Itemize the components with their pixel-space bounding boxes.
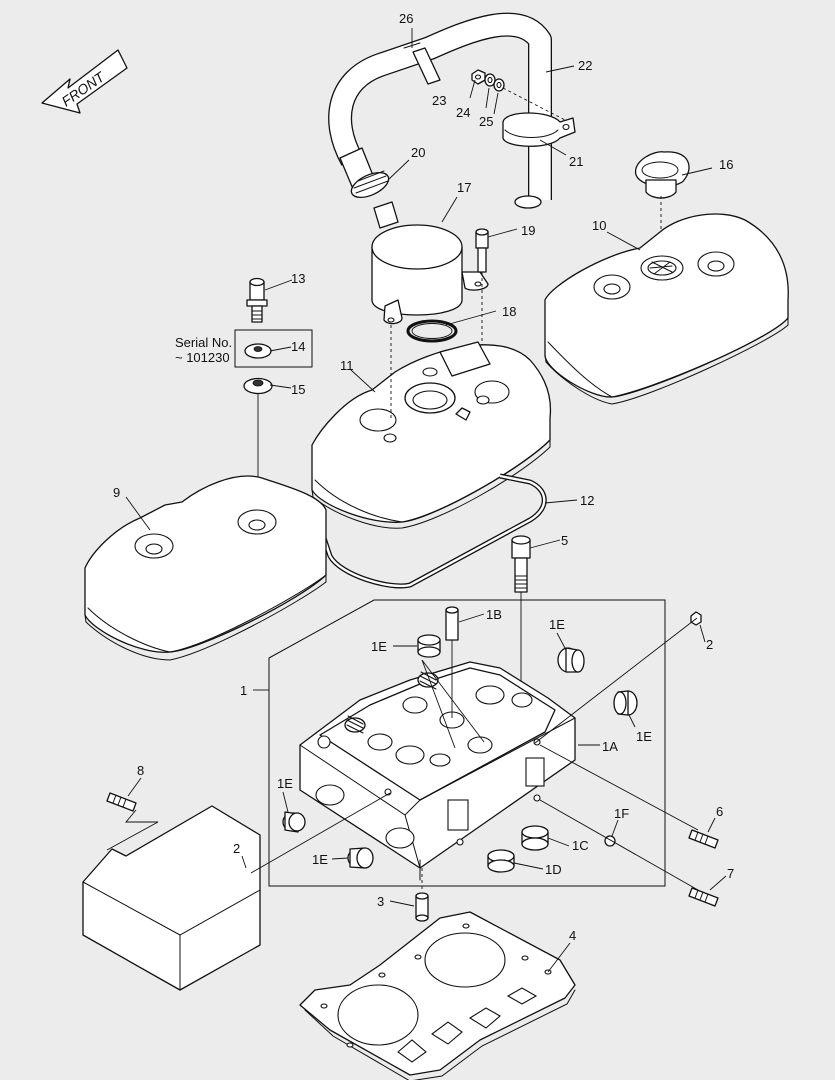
- valve-seat-insert-c: [613, 690, 638, 716]
- callout-6: 6: [716, 804, 723, 819]
- callout-2-right: 2: [706, 637, 713, 652]
- rocker-cover-11: [311, 325, 552, 529]
- leader-lines: [106, 28, 727, 973]
- callout-1A: 1A: [602, 739, 618, 754]
- washer-15: [243, 377, 273, 526]
- rocker-cover-9: [84, 475, 327, 661]
- serial-variant-box: [234, 329, 313, 368]
- hose-clamp: [350, 170, 390, 199]
- bolt-13: [246, 277, 268, 323]
- callout-12: 12: [580, 493, 594, 508]
- callout-1E-b: 1E: [549, 617, 565, 632]
- bolt-5: [511, 535, 531, 694]
- insert-1d: [487, 849, 515, 873]
- head-gasket: [299, 911, 576, 1080]
- front-arrow-icon: FRONT: [41, 49, 128, 114]
- callout-19: 19: [521, 223, 535, 238]
- valve-seat-insert-b: [557, 647, 585, 673]
- washer-14: [244, 343, 272, 359]
- callout-8: 8: [137, 763, 144, 778]
- serial-note-line2: ~ 101230: [175, 350, 230, 365]
- callout-3: 3: [377, 894, 384, 909]
- callout-21: 21: [569, 154, 583, 169]
- callout-1E-a: 1E: [371, 639, 387, 654]
- bolt-19: [475, 228, 489, 398]
- callout-24: 24: [456, 105, 470, 120]
- oil-filler-cap: [635, 151, 690, 255]
- rocker-cover-10: [544, 213, 789, 405]
- valve-seat-insert-d: [282, 811, 306, 833]
- callout-1E-d: 1E: [277, 776, 293, 791]
- assembly-frame: [268, 599, 666, 887]
- callout-14: 14: [291, 339, 305, 354]
- callout-10: 10: [592, 218, 606, 233]
- callout-15: 15: [291, 382, 305, 397]
- callout-9: 9: [113, 485, 120, 500]
- o-ring-inner: [411, 323, 453, 339]
- o-ring: [406, 319, 458, 343]
- cylinder-head: [299, 661, 576, 881]
- callout-13: 13: [291, 271, 305, 286]
- callout-1E-c: 1E: [636, 729, 652, 744]
- callout-20: 20: [411, 145, 425, 160]
- cover-gasket: [315, 473, 547, 589]
- callout-17: 17: [457, 180, 471, 195]
- serial-note-line1: Serial No.: [175, 335, 232, 350]
- callout-labels: 26 22 23 24 25 21 20 17 16 19 10 13 18 1…: [113, 11, 734, 943]
- breather-canister: [371, 201, 489, 325]
- valve-seat-insert-e: [347, 847, 374, 869]
- engine-block-stub: [82, 805, 261, 991]
- dowel-pin: [415, 868, 429, 922]
- insert-1c: [521, 825, 549, 851]
- callout-18: 18: [502, 304, 516, 319]
- callout-11: 11: [340, 358, 354, 373]
- valve-guide: [445, 606, 459, 718]
- pipe-clamp: [502, 112, 576, 147]
- callout-1B: 1B: [486, 607, 502, 622]
- callout-25: 25: [479, 114, 493, 129]
- callout-1F: 1F: [614, 806, 629, 821]
- stud-8: [106, 792, 137, 812]
- callout-1E-e: 1E: [312, 852, 328, 867]
- callout-1D: 1D: [545, 862, 562, 877]
- callout-23: 23: [432, 93, 446, 108]
- callout-7: 7: [727, 866, 734, 881]
- stud-7: [688, 887, 719, 907]
- valve-seat-insert-a: [417, 634, 441, 658]
- callout-16: 16: [719, 157, 733, 172]
- callout-26: 26: [399, 11, 413, 26]
- callout-2-left: 2: [233, 841, 240, 856]
- stud-6: [688, 829, 719, 849]
- callout-1C: 1C: [572, 838, 589, 853]
- callout-1: 1: [240, 683, 247, 698]
- callout-22: 22: [578, 58, 592, 73]
- callout-4: 4: [569, 928, 576, 943]
- callout-5: 5: [561, 533, 568, 548]
